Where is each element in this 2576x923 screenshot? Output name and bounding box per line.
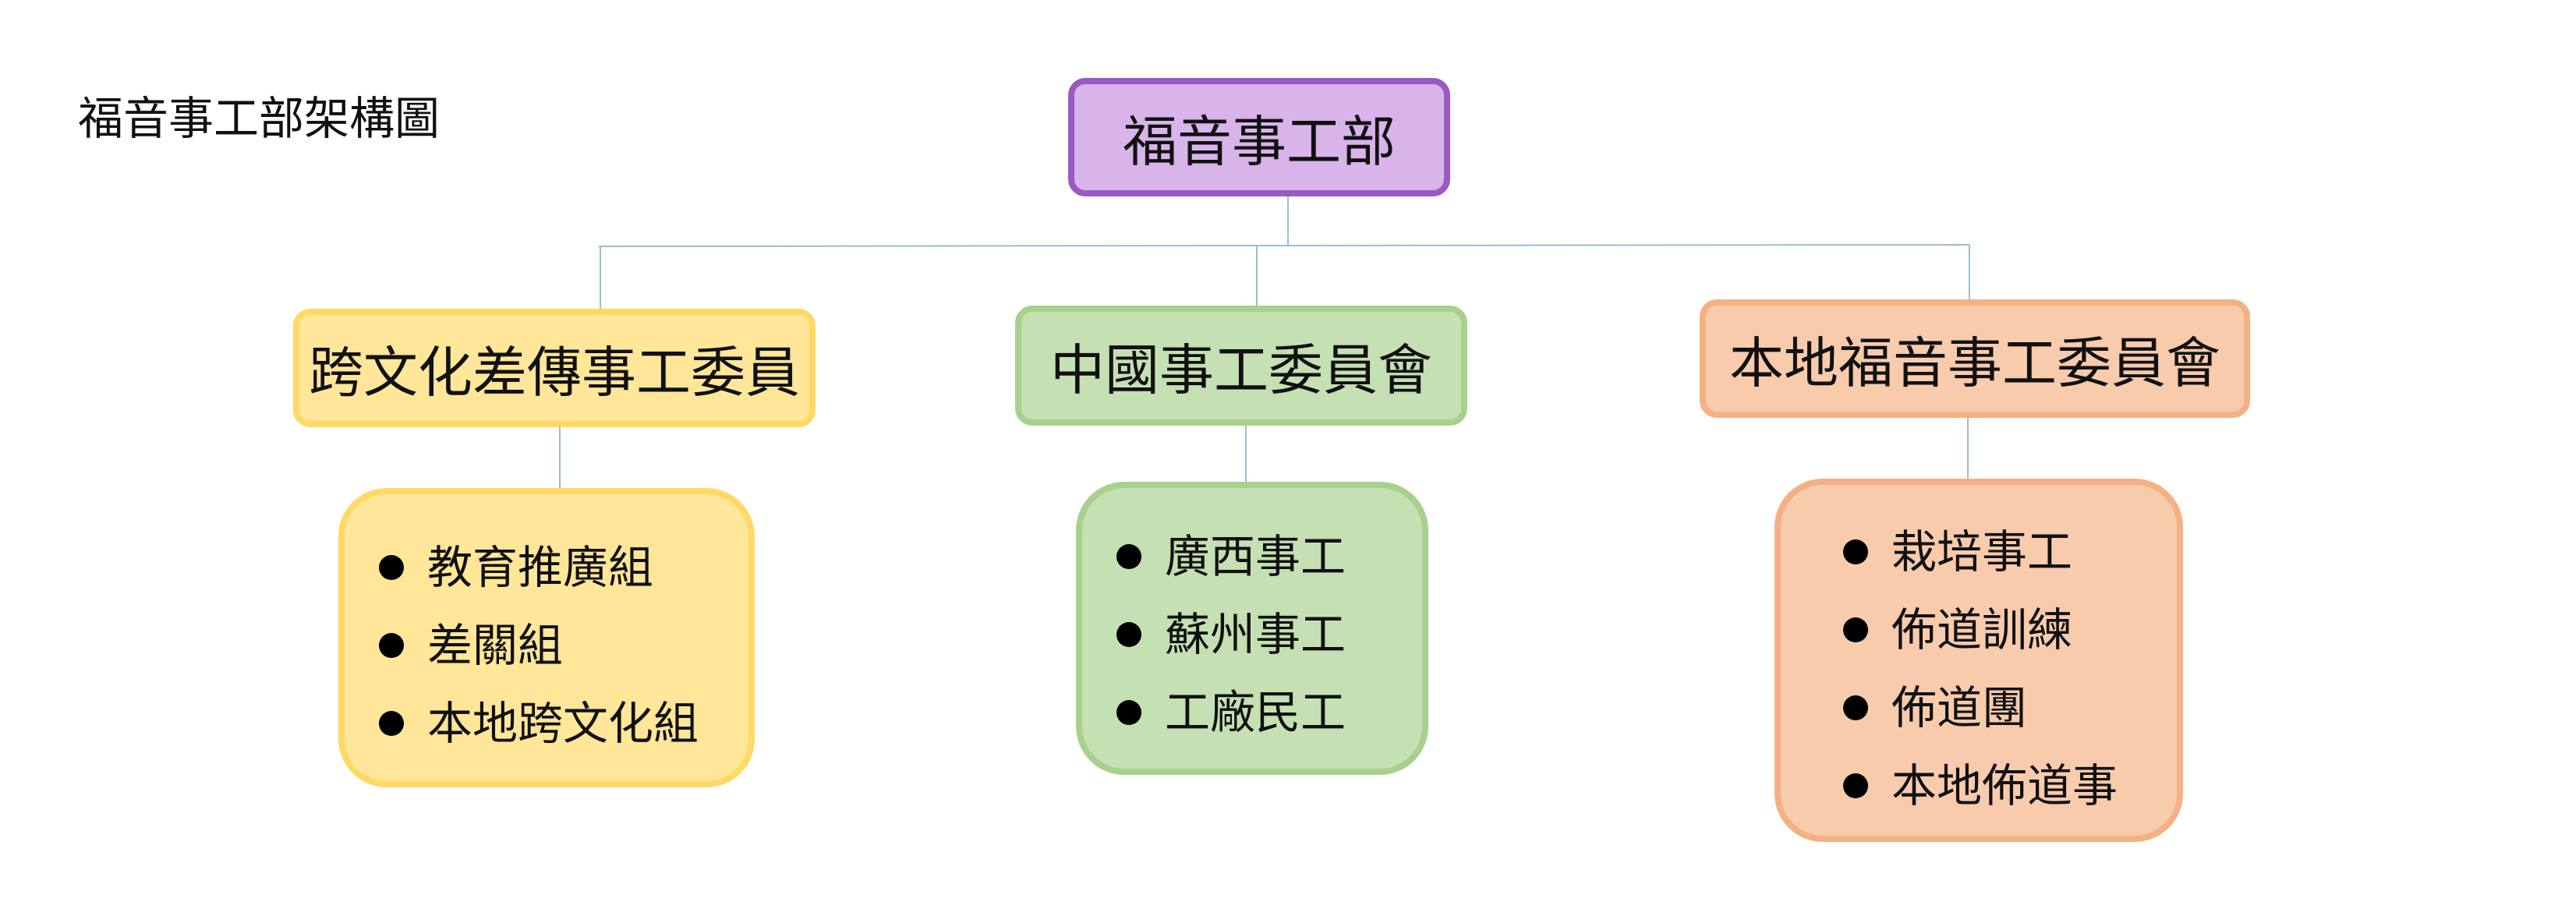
- bullet-icon: [1843, 695, 1868, 720]
- bullet-icon: [1116, 700, 1141, 725]
- bullet-icon: [1843, 617, 1868, 642]
- list-item-label: 教育推廣組: [427, 541, 654, 594]
- dept-node-local: 本地福音事工委員會: [1700, 299, 2250, 418]
- list-item: 教育推廣組: [379, 529, 748, 606]
- list-item-label: 本地佈道事: [1891, 759, 2118, 812]
- list-item: 佈道團: [1843, 669, 2177, 747]
- list-item-label: 差關組: [427, 619, 564, 672]
- list-item: 工廠民工: [1116, 674, 1422, 751]
- bullet-icon: [1116, 622, 1141, 647]
- list-item: 廣西事工: [1116, 518, 1422, 596]
- list-item-label: 佈道訓練: [1891, 603, 2073, 656]
- bullet-icon: [379, 555, 404, 580]
- page-title: 福音事工部架構圖: [78, 92, 441, 145]
- list-item-label: 本地跨文化組: [427, 697, 699, 750]
- list-item: 差關組: [379, 606, 748, 684]
- dept-node-china: 中國事工委員會: [1015, 306, 1467, 426]
- bullet-icon: [1843, 539, 1868, 564]
- bullet-icon: [1116, 544, 1141, 569]
- list-item-label: 佈道團: [1891, 681, 2028, 734]
- connector-horizontal: [598, 244, 1970, 247]
- dept-node-cross-cultural: 跨文化差傳事工委員: [293, 309, 816, 427]
- subgroup-list-china: 廣西事工 蘇州事工 工廠民工: [1076, 482, 1428, 775]
- subgroup-list-local: 栽培事工 佈道訓練 佈道團 本地佈道事: [1775, 479, 2183, 842]
- subgroup-list-cross-cultural: 教育推廣組 差關組 本地跨文化組: [338, 488, 755, 787]
- list-item-label: 工廠民工: [1165, 686, 1346, 739]
- list-item-label: 廣西事工: [1165, 530, 1346, 583]
- bullet-icon: [379, 633, 404, 658]
- bullet-icon: [1843, 773, 1868, 798]
- list-item-label: 蘇州事工: [1165, 608, 1346, 661]
- list-item: 本地佈道事: [1843, 747, 2177, 825]
- list-item: 佈道訓練: [1843, 591, 2177, 669]
- list-item: 栽培事工: [1843, 513, 2177, 591]
- bullet-icon: [379, 711, 404, 736]
- list-item: 本地跨文化組: [379, 684, 748, 762]
- list-item-label: 栽培事工: [1891, 525, 2073, 578]
- root-node: 福音事工部: [1068, 78, 1450, 196]
- list-item: 蘇州事工: [1116, 596, 1422, 674]
